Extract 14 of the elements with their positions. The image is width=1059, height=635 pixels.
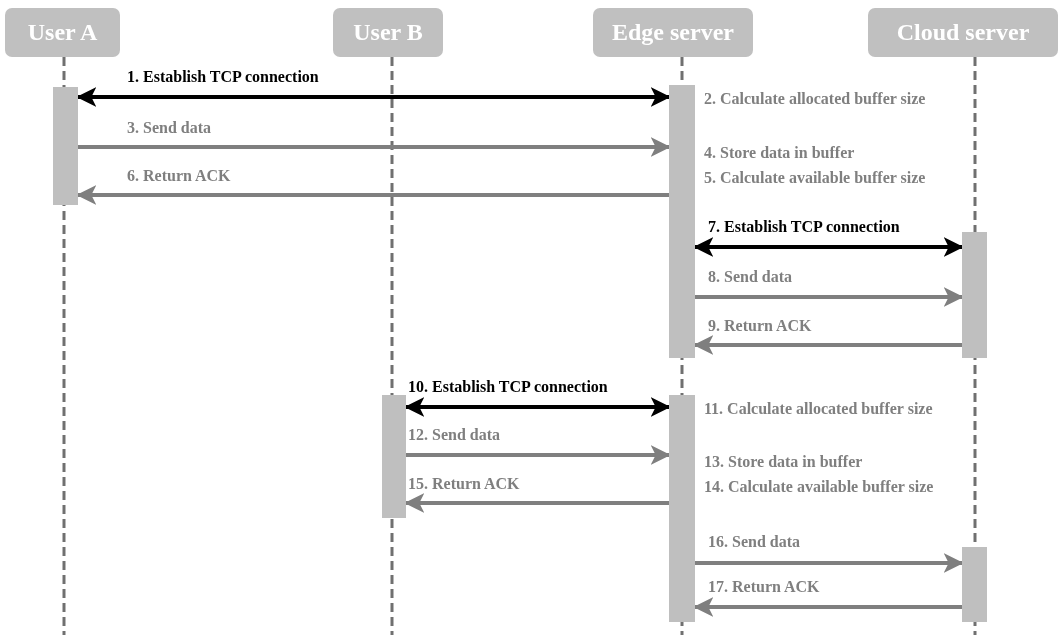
arrow: [406, 445, 671, 465]
activation-bar: [382, 395, 406, 518]
arrow: [78, 137, 671, 157]
arrow: [695, 287, 964, 307]
participant-header: Cloud server: [868, 8, 1058, 57]
participant-header: Edge server: [593, 8, 753, 57]
participant-header: User B: [333, 8, 443, 57]
arrow: [695, 553, 964, 573]
participant-header: User A: [5, 8, 120, 57]
activation-bar: [53, 87, 78, 205]
activation-bar: [962, 232, 987, 358]
activation-bar: [669, 85, 695, 358]
activation-bar: [669, 395, 695, 622]
activation-bar: [962, 547, 987, 622]
